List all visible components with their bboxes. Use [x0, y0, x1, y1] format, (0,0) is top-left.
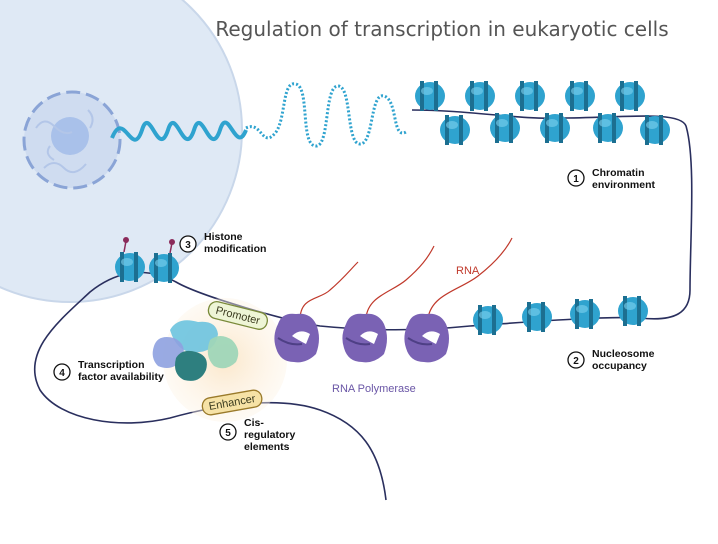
polymerase-label: RNA Polymerase — [332, 383, 416, 395]
dna-coil — [110, 82, 407, 148]
label-line: elements — [244, 441, 290, 453]
rna-polymerases — [273, 312, 450, 364]
label-number: 4 — [59, 368, 65, 379]
label-line: Histone — [204, 231, 243, 243]
modified-nucleosomes — [115, 237, 179, 283]
label-transcription-factor-availability: 4 Transcription factor availability — [53, 359, 164, 383]
label-line: Transcription — [78, 359, 145, 371]
promoter-tag: Promoter — [207, 301, 268, 330]
label-line: Nucleosome — [592, 348, 655, 360]
cell — [0, 0, 243, 303]
label-number: 3 — [185, 240, 191, 251]
label-line: Chromatin — [592, 167, 645, 179]
rna-label: RNA — [456, 265, 480, 277]
dna-strand — [33, 109, 693, 501]
label-line: occupancy — [592, 360, 647, 372]
label-nucleosome-occupancy: 2 Nucleosome occupancy — [567, 348, 655, 372]
label-chromatin-environment: 1 Chromatin environment — [567, 167, 656, 191]
label-number: 1 — [573, 174, 579, 185]
enhancer-tag: Enhancer — [201, 389, 263, 416]
label-line: factor availability — [78, 371, 164, 383]
chromatin-nucleosomes — [415, 81, 670, 145]
transcription-factor-complex — [152, 320, 239, 381]
diagram-title: Regulation of transcription in eukaryoti… — [215, 17, 668, 41]
label-number: 2 — [573, 356, 579, 367]
label-number: 5 — [225, 428, 231, 439]
occupancy-nucleosomes — [473, 296, 648, 335]
label-line: environment — [592, 179, 656, 191]
nucleus — [22, 90, 122, 190]
label-histone-modification: 3 Histone modification — [179, 231, 266, 255]
label-line: Cis- — [244, 417, 264, 429]
label-line: regulatory — [244, 429, 296, 441]
label-line: modification — [204, 243, 266, 255]
label-cis-regulatory-elements: 5 Cis- regulatory elements — [219, 417, 296, 453]
rna-strands — [299, 237, 513, 321]
